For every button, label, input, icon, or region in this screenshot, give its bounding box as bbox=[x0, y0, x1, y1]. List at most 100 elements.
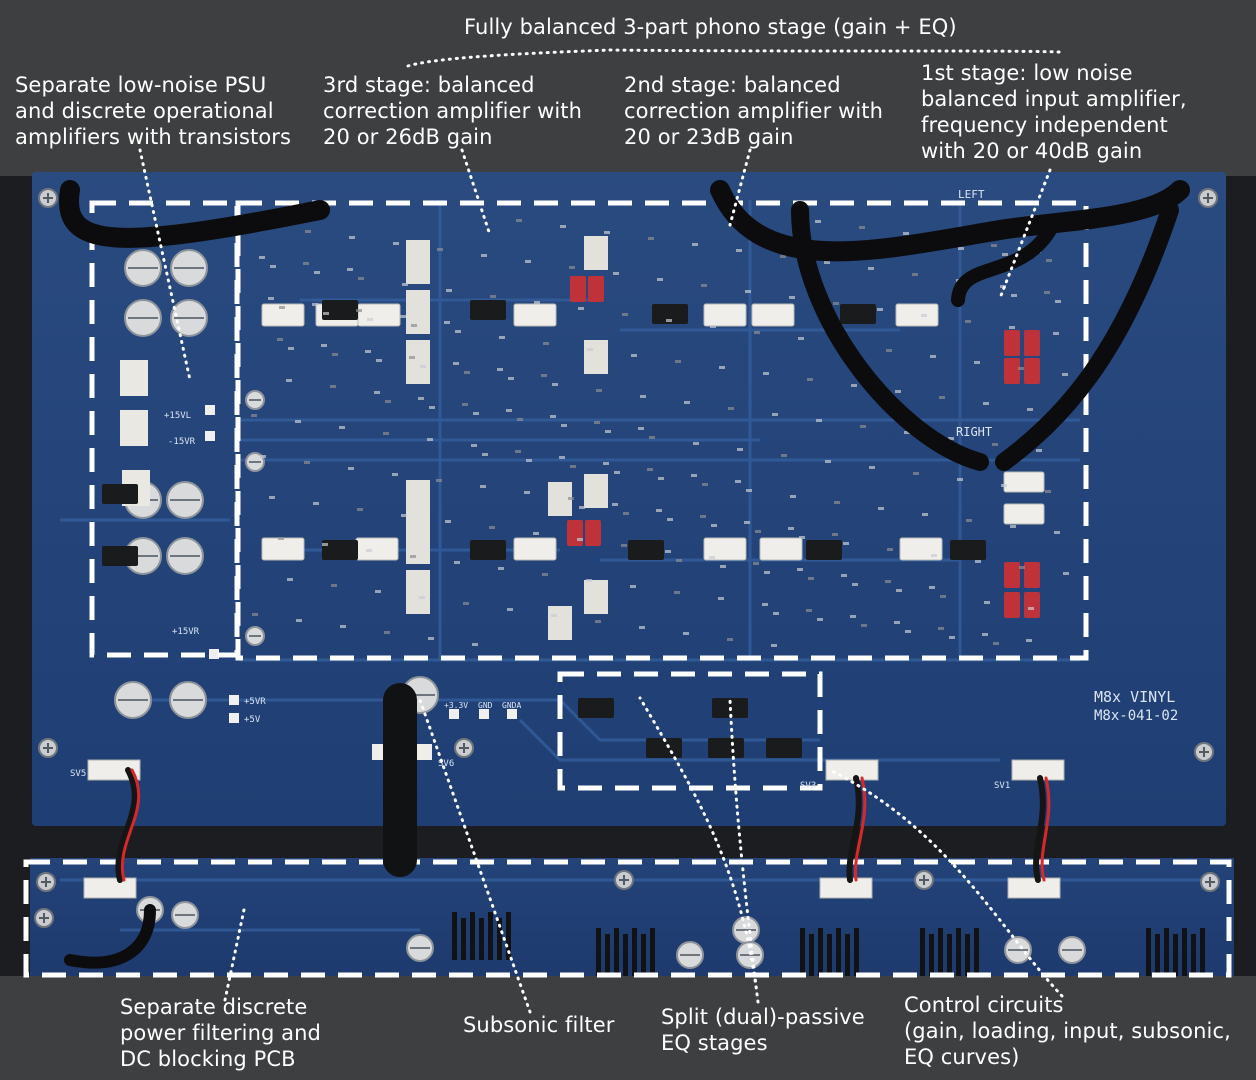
stage2-leader bbox=[728, 148, 752, 227]
smd-component bbox=[375, 590, 381, 593]
smd-component bbox=[929, 586, 935, 589]
capacitor-block bbox=[406, 290, 430, 334]
smd-component bbox=[762, 603, 768, 606]
smd-component bbox=[347, 268, 353, 271]
smd-component bbox=[497, 368, 503, 371]
capacitor-block bbox=[584, 474, 608, 508]
relay bbox=[703, 537, 747, 561]
smd-component bbox=[551, 614, 557, 617]
smd-component bbox=[965, 320, 971, 323]
screw-slot bbox=[39, 913, 49, 923]
smd-component bbox=[357, 508, 363, 511]
heatsink-fin bbox=[929, 934, 934, 976]
psu-leader bbox=[138, 148, 192, 382]
smd-component bbox=[710, 325, 716, 328]
smd-component bbox=[648, 237, 654, 240]
smd-component bbox=[393, 242, 399, 245]
red-relay bbox=[1024, 358, 1040, 384]
smd-component bbox=[313, 502, 319, 505]
smd-component bbox=[859, 226, 865, 229]
smd-component bbox=[1054, 531, 1060, 534]
smd-component bbox=[295, 420, 301, 423]
smd-component bbox=[850, 615, 856, 618]
heatsink-fin bbox=[452, 912, 457, 960]
smd-component bbox=[260, 455, 266, 458]
ic-chip bbox=[322, 540, 358, 560]
smd-component bbox=[983, 402, 989, 405]
wire-bundle bbox=[120, 768, 141, 882]
smd-component bbox=[436, 479, 442, 482]
connector-label: SV6 bbox=[438, 759, 454, 769]
smd-component bbox=[640, 395, 646, 398]
red-relay bbox=[585, 520, 601, 546]
heatsink-fin bbox=[956, 928, 961, 976]
smd-component bbox=[409, 356, 415, 359]
relay bbox=[895, 303, 939, 327]
relay bbox=[1003, 471, 1045, 493]
screw-slot bbox=[43, 743, 53, 753]
test-pad bbox=[229, 713, 239, 723]
red-relay bbox=[1004, 330, 1020, 356]
smd-component bbox=[780, 255, 786, 258]
smd-component bbox=[455, 330, 461, 333]
psu-label: Separate low-noise PSU and discrete oper… bbox=[15, 73, 292, 149]
smd-component bbox=[788, 527, 794, 530]
red-relay bbox=[1004, 592, 1020, 618]
smd-component bbox=[993, 642, 999, 645]
stage3-leader bbox=[460, 148, 492, 237]
smd-component bbox=[1028, 607, 1034, 610]
smd-component bbox=[658, 477, 664, 480]
screw-slot bbox=[459, 743, 469, 753]
power-cable bbox=[64, 904, 156, 969]
top-caption-band bbox=[0, 0, 1256, 176]
smd-component bbox=[428, 637, 434, 640]
relay bbox=[513, 537, 557, 561]
rail-label: +5VR bbox=[244, 697, 266, 707]
smd-component bbox=[841, 574, 847, 577]
annotation-boxes bbox=[23, 200, 1232, 978]
smd-component bbox=[719, 366, 725, 369]
smd-component bbox=[1055, 300, 1061, 303]
title-leader bbox=[406, 48, 1062, 68]
wire-bundle bbox=[1040, 776, 1051, 882]
test-pad bbox=[209, 649, 219, 659]
smd-component bbox=[991, 244, 997, 247]
heatsink-fin bbox=[1146, 928, 1151, 976]
smd-component bbox=[579, 506, 585, 509]
smd-component bbox=[825, 460, 831, 463]
smd-component bbox=[938, 627, 944, 630]
smd-component bbox=[559, 456, 565, 459]
stage1-leader bbox=[998, 168, 1052, 300]
heatsink-fin bbox=[1191, 934, 1196, 976]
smd-component bbox=[861, 624, 867, 627]
capacitor-block bbox=[406, 570, 430, 614]
heatsink-fin bbox=[845, 934, 850, 976]
heatsink-fin bbox=[623, 934, 628, 976]
heatsink-fin bbox=[809, 934, 814, 976]
smd-component bbox=[755, 530, 761, 533]
smd-component bbox=[541, 374, 547, 377]
wire-connector bbox=[83, 877, 137, 899]
smd-component bbox=[376, 359, 382, 362]
smd-component bbox=[463, 602, 469, 605]
silkscreen-text: M8x VINYL M8x-041-02 RIGHT LEFT +15VL -1… bbox=[70, 188, 1178, 791]
smd-component bbox=[418, 397, 424, 400]
smd-component bbox=[772, 413, 778, 416]
smd-component bbox=[764, 571, 770, 574]
smd-component bbox=[356, 309, 362, 312]
smd-component bbox=[709, 556, 715, 559]
smd-component bbox=[605, 430, 611, 433]
relay bbox=[751, 303, 795, 327]
capacitor-block bbox=[584, 340, 608, 374]
smd-component bbox=[1019, 566, 1025, 569]
connector-label: SV3 bbox=[800, 781, 816, 791]
channel-left-label: LEFT bbox=[958, 188, 985, 201]
smd-component bbox=[868, 267, 874, 270]
smd-component bbox=[1045, 490, 1051, 493]
smd-component bbox=[869, 466, 875, 469]
smd-component bbox=[1001, 484, 1007, 487]
smd-component bbox=[259, 256, 265, 259]
smd-component bbox=[984, 601, 990, 604]
